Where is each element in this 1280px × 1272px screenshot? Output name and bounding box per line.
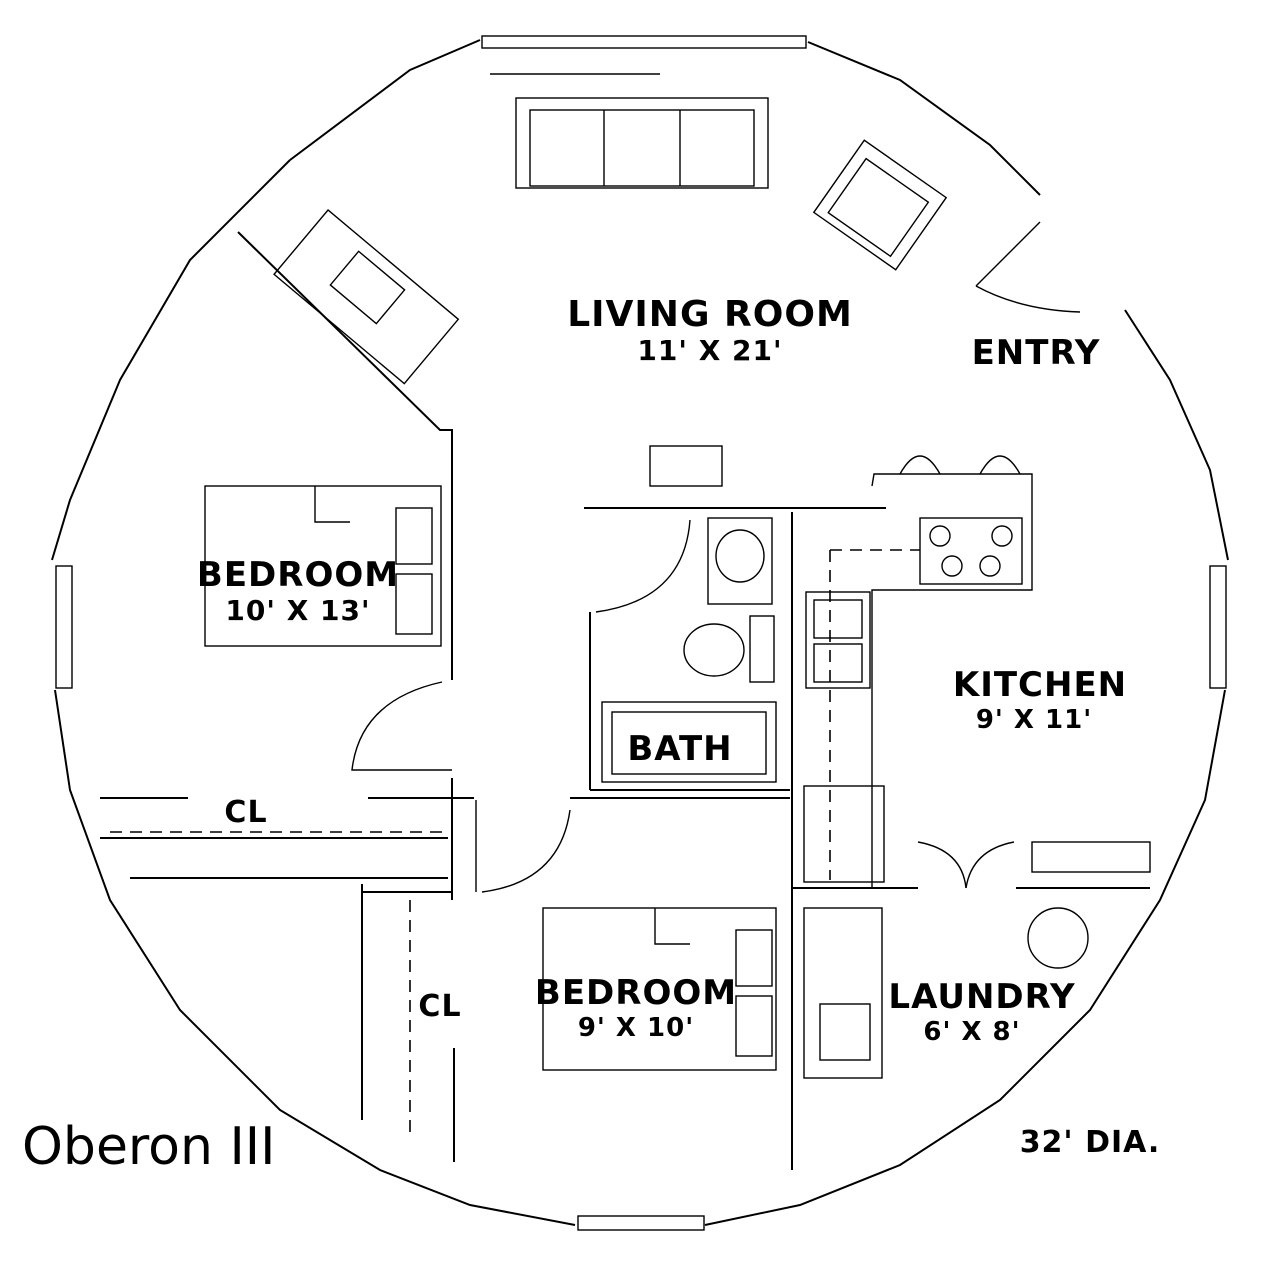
kitchen-size: 9' X 11' xyxy=(976,705,1092,735)
entry-label: ENTRY xyxy=(972,333,1101,373)
bath-label: BATH xyxy=(627,729,732,769)
closet-2-label: CL xyxy=(418,989,461,1024)
closet-1-label: CL xyxy=(224,795,267,830)
diameter-label: 32' DIA. xyxy=(1020,1125,1161,1160)
living-room-label: LIVING ROOM xyxy=(567,294,853,335)
bedroom-2-size: 9' X 10' xyxy=(578,1013,694,1043)
plan-name: Oberon III xyxy=(22,1117,275,1177)
kitchen-label: KITCHEN xyxy=(953,665,1127,705)
living-room-size: 11' X 21' xyxy=(637,334,782,367)
laundry-size: 6' X 8' xyxy=(923,1017,1020,1047)
interior-walls xyxy=(100,231,1150,1170)
bedroom-1-label: BEDROOM xyxy=(197,555,399,595)
furniture xyxy=(204,97,1151,1079)
outer-wall xyxy=(51,39,1229,1226)
doors xyxy=(351,221,1081,893)
windows xyxy=(55,35,1227,1231)
bedroom-2-label: BEDROOM xyxy=(535,973,737,1013)
bedroom-1-size: 10' X 13' xyxy=(225,594,370,627)
laundry-label: LAUNDRY xyxy=(888,977,1075,1017)
room-labels: LIVING ROOM 11' X 21' ENTRY BEDROOM 10' … xyxy=(22,294,1161,1177)
